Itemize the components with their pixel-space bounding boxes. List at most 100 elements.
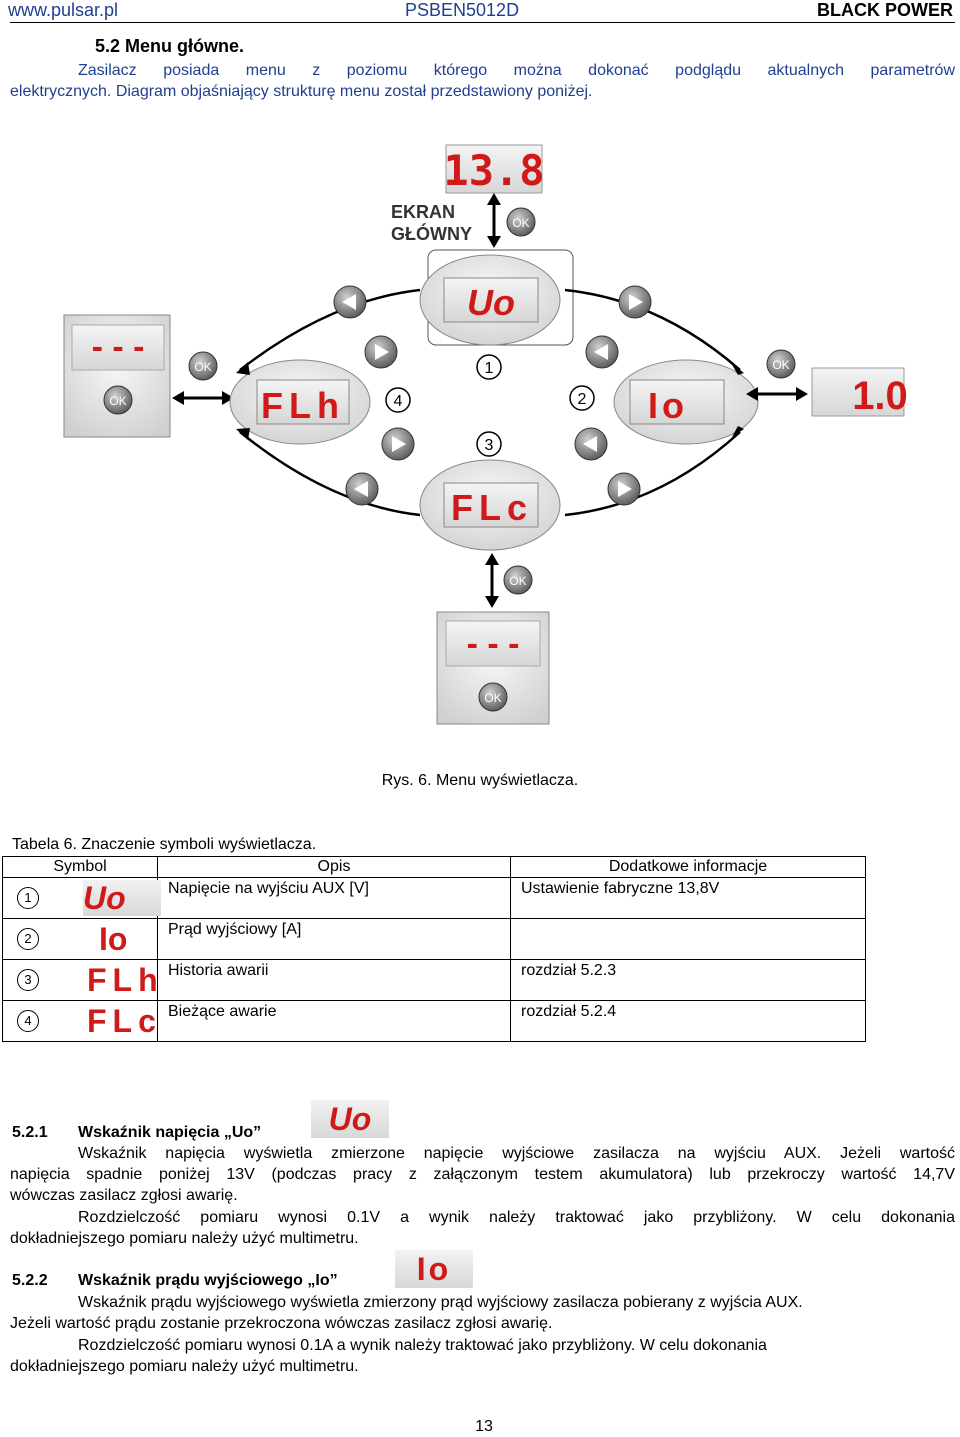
section-heading: 5.2 Menu główne. <box>95 36 244 57</box>
io-display <box>629 379 725 425</box>
subsection-521-number: 5.2.1 <box>12 1124 48 1141</box>
s522-line-3: Rozdzielczość pomiaru wynosi 0.1A a wyni… <box>78 1337 767 1354</box>
arrow-head-down <box>487 236 501 248</box>
svg-text:1: 1 <box>485 360 494 377</box>
s521-line-4: Rozdzielczość pomiaru wynosi 0.1V a wyni… <box>78 1209 955 1226</box>
table-cell: Historia awarii <box>157 959 511 1001</box>
symbol-display: Uo <box>83 880 161 916</box>
arrow-head-up <box>487 193 501 205</box>
arrow-head-up <box>485 553 499 565</box>
arrow-head-down <box>485 596 499 608</box>
table-row: 2 Io Prąd wyjściowy [A] <box>2 918 866 960</box>
ok-label: OK <box>509 574 526 588</box>
s522-line-2: Jeżeli wartość prądu zostanie przekroczo… <box>10 1315 553 1332</box>
symbol-table: Symbol Opis Dodatkowe informacje 1 Uo Na… <box>2 856 866 1042</box>
header-rule <box>10 22 955 23</box>
table-cell: rozdział 5.2.4 <box>510 1000 866 1042</box>
svg-text:4: 4 <box>394 393 403 410</box>
table-cell: Ustawienie fabryczne 13,8V <box>510 877 866 919</box>
main-screen-label-2: GŁÓWNY <box>391 223 472 244</box>
ok-button-icon <box>503 565 533 595</box>
table-row: 4 FLc Bieżące awarie rozdział 5.2.4 <box>2 1000 866 1042</box>
io-display-value: Io <box>648 385 688 426</box>
page-number: 13 <box>475 1418 493 1435</box>
s521-line-2: napięcia spadnie poniżej 13V (podczas pr… <box>10 1166 955 1183</box>
uo-display-value: Uo <box>467 282 515 323</box>
bottom-dash-value: - - - <box>467 625 520 663</box>
symbol-display: Io <box>99 921 128 957</box>
arrow-head-left <box>746 387 758 401</box>
svg-text:3: 3 <box>485 437 494 454</box>
table-header: Dodatkowe informacje <box>510 856 866 878</box>
nav-buttons <box>333 285 652 506</box>
table-title: Tabela 6. Znaczenie symboli wyświetlacza… <box>12 836 317 853</box>
uo-symbol: Uo <box>311 1100 389 1138</box>
subsection-521-title: Wskaźnik napięcia „Uo” <box>78 1124 262 1141</box>
flc-display-value: FLc <box>451 487 533 528</box>
main-display-value: 13.8 <box>443 146 544 195</box>
diagram-numbers: 1 2 3 4 <box>385 354 595 457</box>
arrow-head <box>236 362 250 375</box>
row-number: 2 <box>17 928 39 950</box>
s522-line-1: Wskaźnik prądu wyjściowego wyświetla zmi… <box>78 1294 803 1311</box>
ok-button-icon <box>506 207 536 237</box>
section-number: 5.2 <box>95 36 121 56</box>
table-cell <box>510 918 866 960</box>
io-symbol: Io <box>395 1250 473 1288</box>
arrow-head-left <box>172 391 184 405</box>
symbol-display: FLc <box>87 1003 162 1039</box>
current-value-display <box>811 367 905 417</box>
table-row: 3 FLh Historia awarii rozdział 5.2.3 <box>2 959 866 1001</box>
left-dash-value: - - - <box>92 328 145 366</box>
curve-arrow-4 <box>564 431 741 517</box>
s521-line-5: dokładniejszego pomiaru należy użyć mult… <box>10 1230 359 1247</box>
arrow-head-right <box>222 391 234 405</box>
table-header: Symbol <box>2 856 158 878</box>
menu-diagram: 13.8 EKRAN GŁÓWNY OK Uo - - - OK OK FLh … <box>63 144 908 725</box>
ok-button-icon <box>478 682 508 712</box>
page-header: www.pulsar.pl PSBEN5012D BLACK POWER <box>0 0 960 22</box>
curve-arrow-1 <box>239 288 421 371</box>
bottom-dash-display <box>445 620 541 667</box>
arrow-head <box>236 428 250 440</box>
row-number: 4 <box>17 1010 39 1032</box>
current-value: 1.0 <box>852 374 908 418</box>
main-display <box>445 144 543 194</box>
table-cell: Napięcie na wyjściu AUX [V] <box>157 877 511 919</box>
ok-label: OK <box>194 360 211 374</box>
table-cell: Bieżące awarie <box>157 1000 511 1042</box>
curve-arrow-2 <box>564 288 741 371</box>
header-brand: BLACK POWER <box>817 0 953 20</box>
table-header: Opis <box>157 856 511 878</box>
table-header-row: Symbol Opis Dodatkowe informacje <box>2 856 866 878</box>
s522-line-4: dokładniejszego pomiaru należy użyć mult… <box>10 1358 359 1375</box>
main-screen-label-1: EKRAN <box>391 202 455 222</box>
ok-button-icon <box>103 385 133 415</box>
arrow-head-right <box>796 387 808 401</box>
subsection-522-number: 5.2.2 <box>12 1272 48 1289</box>
symbol-display: FLh <box>87 962 164 998</box>
arrow-head <box>731 363 744 375</box>
row-number: 1 <box>17 887 39 909</box>
s521-line-1: Wskaźnik napięcia wyświetla zmierzone na… <box>78 1145 955 1162</box>
ok-label: OK <box>772 358 789 372</box>
intro-line-1: Zasilacz posiada menu z poziomu którego … <box>78 62 955 79</box>
figure-caption: Rys. 6. Menu wyświetlacza. <box>381 772 579 789</box>
table-row: 1 Uo Napięcie na wyjściu AUX [V] Ustawie… <box>2 877 866 919</box>
ok-label: OK <box>484 691 501 705</box>
arrow-head <box>732 426 744 437</box>
ok-button-icon <box>188 351 218 381</box>
flh-display-value: FLh <box>261 385 345 426</box>
header-url: www.pulsar.pl <box>8 0 119 20</box>
ok-label: OK <box>109 394 126 408</box>
table-cell: rozdział 5.2.3 <box>510 959 866 1001</box>
intro-line-2: elektrycznych. Diagram objaśniający stru… <box>10 83 593 100</box>
s521-line-3: wówczas zasilacz zgłosi awarię. <box>10 1187 238 1204</box>
table-cell: Prąd wyjściowy [A] <box>157 918 511 960</box>
ok-label: OK <box>512 216 529 230</box>
curve-arrow-3 <box>239 431 421 517</box>
uo-display <box>443 277 539 323</box>
row-number: 3 <box>17 969 39 991</box>
svg-text:2: 2 <box>578 391 587 408</box>
ok-button-icon <box>766 349 796 379</box>
